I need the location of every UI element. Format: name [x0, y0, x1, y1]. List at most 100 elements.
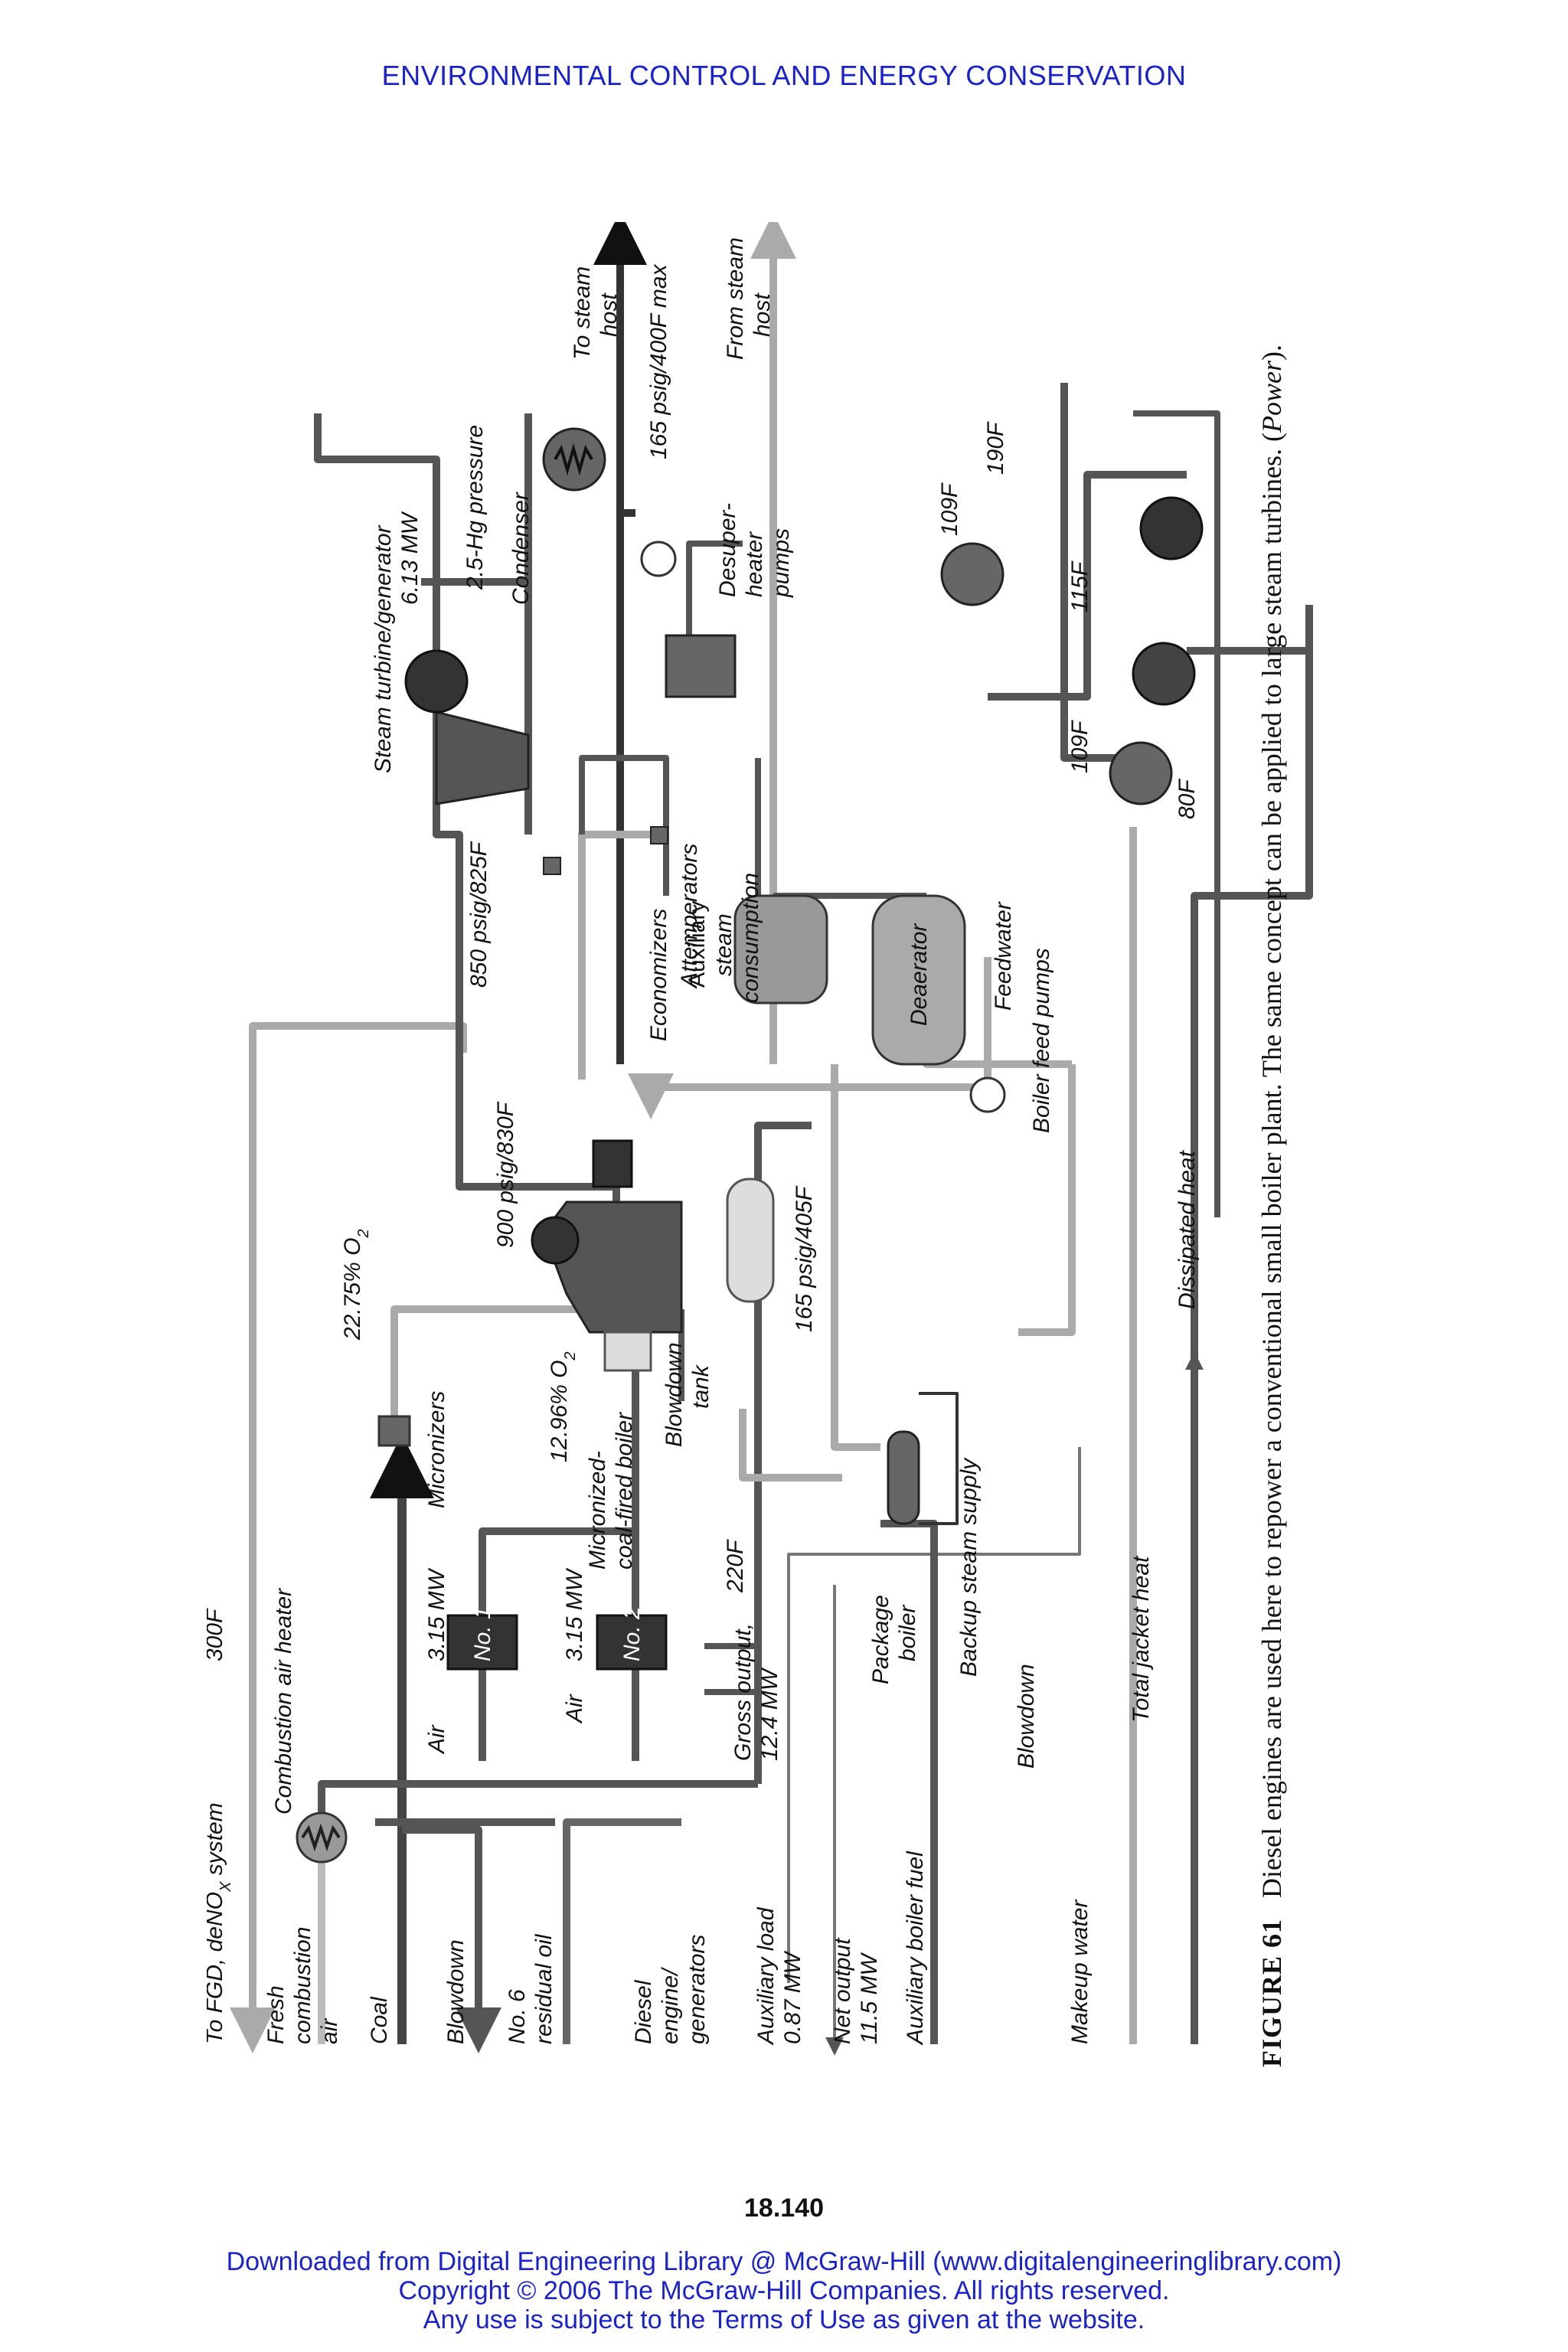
label-o2-12: 12.96% O2: [547, 1351, 579, 1462]
heat-exchanger-109f-b: [1109, 741, 1173, 805]
label-diesel-3: generators: [684, 1935, 710, 2044]
deaerator: [871, 894, 966, 1066]
label-backup-steam: Backup steam supply: [956, 1457, 982, 1677]
label-165psig-400f: 165 psig/400F max: [646, 263, 671, 459]
label-makeup: Makeup water: [1067, 1900, 1093, 2044]
label-300f: 300F: [207, 1608, 227, 1661]
label-desuper-3: pumps: [769, 528, 794, 598]
running-header: ENVIRONMENTAL CONTROL AND ENERGY CONSERV…: [381, 60, 1187, 91]
package-boiler: [887, 1430, 920, 1525]
label-220f: 220F: [723, 1539, 748, 1593]
steam-drum: [531, 1216, 580, 1265]
micronizers: [377, 1415, 411, 1447]
steam-turbine: [435, 710, 530, 805]
label-fresh-air-1: Fresh: [263, 1985, 289, 2044]
footer-line-1[interactable]: Downloaded from Digital Engineering Libr…: [226, 2247, 1342, 2276]
figure-caption-block: FIGURE 61 Diesel engines are used here t…: [1256, 153, 1317, 2067]
label-aux-steam-1: Auxiliary: [684, 901, 710, 988]
boiler-feed-pump: [969, 1076, 1006, 1113]
diesel-engine-no1: [446, 1614, 518, 1671]
boiler-air-inlet: [603, 1331, 652, 1372]
label-315mw-1: 3.15 MW: [424, 1567, 449, 1661]
blowdown-tank: [726, 1178, 775, 1303]
diesel-engine-no2: [596, 1614, 668, 1671]
figure-caption: FIGURE 61 Diesel engines are used here t…: [1256, 153, 1288, 2067]
label-diesel-1: Diesel: [631, 1979, 656, 2044]
label-condenser: Condenser: [508, 492, 534, 605]
flow-lines: [230, 211, 1313, 2056]
footer: Downloaded from Digital Engineering Libr…: [0, 2247, 1568, 2334]
label-engine-no2: No. 2: [619, 1606, 645, 1661]
label-from-host-1: From steam: [723, 237, 748, 360]
label-to-host-2: host: [596, 292, 622, 337]
label-combustion-air-heater: Combustion air heater: [271, 1588, 296, 1815]
label-315mw-2: 3.15 MW: [562, 1567, 587, 1661]
label-desuper-1: Desuper-: [715, 503, 740, 597]
label-total-jacket: Total jacket heat: [1129, 1555, 1154, 1723]
label-air-2: Air: [562, 1694, 587, 1724]
label-net-2: 11.5 MW: [857, 1952, 882, 2044]
label-micronizers: Micronizers: [424, 1391, 449, 1508]
label-boiler-2: coal-fired boiler: [612, 1412, 637, 1570]
label-economizers: Economizers: [646, 909, 671, 1041]
label-diesel-2: engine/: [658, 1967, 683, 2044]
diagram-labels: To FGD, deNOX system 300F Combustion air…: [202, 237, 1200, 2046]
label-aux-fuel: Auxiliary boiler fuel: [903, 1851, 928, 2046]
label-gross-1: Gross output,: [730, 1623, 756, 1761]
label-aux-steam-3: consumption: [738, 873, 763, 1003]
label-desuper-2: heater: [742, 531, 767, 597]
label-gross-2: 12.4 MW: [757, 1667, 782, 1761]
label-blowdown-right: Blowdown: [1014, 1664, 1039, 1769]
label-to-fgd: To FGD, deNOX system: [207, 1802, 234, 2044]
economizer-box: [592, 1139, 633, 1188]
caption-text: Diesel engines are used here to repower …: [1256, 433, 1287, 1898]
label-613mw: 6.13 MW: [397, 511, 423, 605]
label-hg-pressure: 2.5-Hg pressure: [462, 425, 488, 590]
label-to-host-1: To steam: [570, 266, 595, 360]
heat-exchanger-80f: [1132, 642, 1196, 706]
label-attemperators: Attemperators: [677, 844, 702, 989]
auxiliary-steam-vessel: [733, 894, 828, 1004]
heat-exchanger-109f-a: [940, 542, 1004, 606]
generator: [404, 649, 469, 714]
label-109f-b: 109F: [1067, 720, 1093, 773]
label-engine-no1: No. 1: [470, 1606, 495, 1661]
label-deaerator: Deaerator: [906, 923, 932, 1026]
label-aux-load-2: 0.87 MW: [780, 1950, 805, 2044]
label-900psig: 900 psig/830F: [493, 1101, 518, 1248]
label-no6-1: No. 6: [505, 1989, 530, 2044]
label-109f-a: 109F: [937, 482, 962, 536]
label-net-1: Net output: [830, 1937, 855, 2044]
label-165psig-405f: 165 psig/405F: [792, 1185, 817, 1332]
plant-flow-diagram: To FGD, deNOX system 300F Combustion air…: [202, 211, 1355, 2090]
label-package-2: boiler: [895, 1605, 920, 1661]
caption-end: ).: [1256, 345, 1287, 361]
condenser: [542, 427, 606, 492]
page-number: 18.140: [744, 2194, 824, 2223]
label-115f: 115F: [1067, 560, 1093, 612]
label-air-1: Air: [424, 1724, 449, 1755]
footer-line-3: Any use is subject to the Terms of Use a…: [423, 2305, 1145, 2334]
label-o2-22: 22.75% O2: [340, 1229, 372, 1341]
label-boiler-feed: Boiler feed pumps: [1029, 948, 1054, 1133]
label-blowdown-left: Blowdown: [443, 1939, 469, 2044]
equipment: [296, 427, 1204, 1864]
attemperator-1: [650, 826, 668, 844]
desuperheater-box: [665, 634, 737, 698]
label-steam-turbine: Steam turbine/generator: [371, 524, 396, 773]
attemperator-2: [543, 857, 561, 875]
figure-number: FIGURE 61: [1256, 1918, 1287, 2067]
label-blowdown-tank-1: Blowdown: [662, 1342, 687, 1447]
desuperheater-pump: [640, 541, 677, 577]
footer-line-2: Copyright © 2006 The McGraw-Hill Compani…: [398, 2276, 1170, 2305]
label-aux-load-1: Auxiliary load: [753, 1906, 779, 2046]
label-850psig: 850 psig/825F: [466, 841, 492, 988]
heat-exchanger-115f: [1139, 496, 1204, 560]
label-package-1: Package: [868, 1595, 893, 1684]
combustion-air-heater: [296, 1811, 348, 1864]
label-aux-steam-2: steam: [711, 913, 737, 976]
label-boiler-1: Micronized-: [585, 1451, 610, 1570]
label-190f: 190F: [983, 421, 1008, 475]
label-blowdown-tank-2: tank: [688, 1364, 714, 1409]
label-from-host-2: host: [750, 292, 775, 337]
